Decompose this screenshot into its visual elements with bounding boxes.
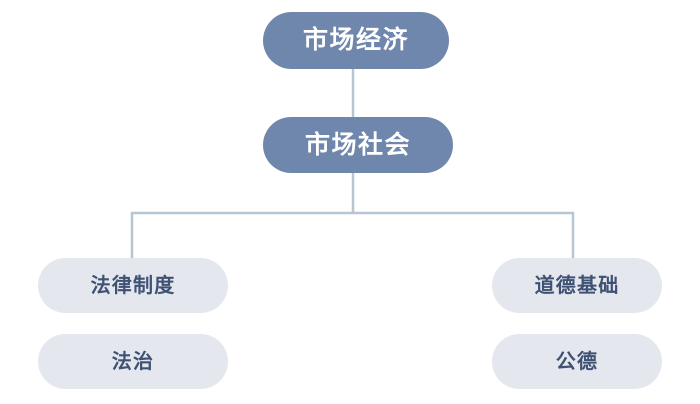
- node-market-economy-label: 市场经济: [302, 26, 409, 54]
- node-moral-foundation[interactable]: 道德基础: [492, 258, 662, 313]
- node-moral-foundation-label: 道德基础: [534, 274, 620, 297]
- node-market-society[interactable]: 市场社会: [263, 117, 453, 173]
- node-legal-system-label: 法律制度: [90, 274, 176, 297]
- node-public-morality-label: 公德: [555, 350, 599, 373]
- node-public-morality[interactable]: 公德: [492, 334, 662, 389]
- node-market-society-label: 市场社会: [304, 130, 411, 159]
- node-legal-system[interactable]: 法律制度: [38, 258, 228, 313]
- node-market-economy[interactable]: 市场经济: [263, 12, 449, 69]
- node-rule-of-law[interactable]: 法治: [38, 334, 228, 389]
- node-rule-of-law-label: 法治: [111, 350, 155, 373]
